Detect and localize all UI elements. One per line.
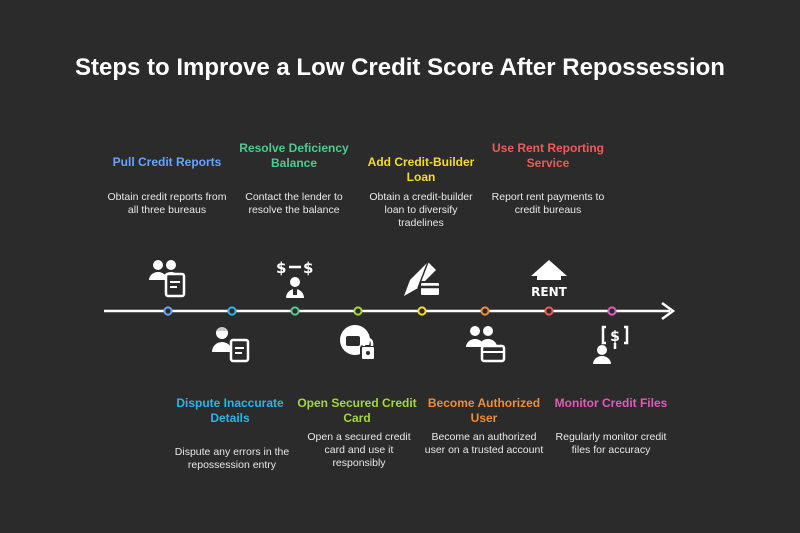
- person-document-icon: [210, 322, 254, 366]
- step-title-monitor-credit-files: Monitor Credit Files: [554, 396, 668, 410]
- timeline-dot-4: [353, 306, 363, 316]
- rent-house-icon: RENT: [527, 256, 571, 300]
- step-desc-use-rent-reporting-service: Report rent payments to credit bureaus: [491, 191, 605, 216]
- step-title-dispute-inaccurate-details: Dispute Inaccurate Details: [176, 396, 284, 425]
- users-document-icon: [146, 256, 190, 300]
- page-title: Steps to Improve a Low Credit Score Afte…: [75, 54, 725, 81]
- timeline-dot-6: [480, 306, 490, 316]
- rent-icon-label: RENT: [531, 285, 567, 299]
- step-desc-open-secured-credit-card: Open a secured credit card and use it re…: [307, 431, 411, 469]
- step-title-resolve-deficiency-balance: Resolve Deficiency Balance: [239, 141, 349, 170]
- timeline-dot-3: [290, 306, 300, 316]
- svg-text:$: $: [276, 259, 286, 277]
- step-title-pull-credit-reports: Pull Credit Reports: [112, 155, 222, 169]
- timeline-arrowhead: [661, 301, 676, 321]
- step-title-use-rent-reporting-service: Use Rent Reporting Service: [491, 141, 604, 170]
- step-desc-monitor-credit-files: Regularly monitor credit files for accur…: [555, 431, 667, 456]
- timeline-dot-8: [607, 306, 617, 316]
- monitor-dollar-icon: $: [591, 322, 635, 366]
- step-title-add-credit-builder-loan: Add Credit-Builder Loan: [367, 155, 475, 184]
- timeline-dot-1: [163, 306, 173, 316]
- svg-text:$: $: [610, 329, 620, 345]
- step-desc-pull-credit-reports: Obtain credit reports from all three bur…: [107, 191, 227, 216]
- step-title-open-secured-credit-card: Open Secured Credit Card: [297, 396, 417, 425]
- timeline-dot-7: [544, 306, 554, 316]
- users-card-icon: [464, 322, 508, 366]
- step-desc-become-authorized-user: Become an authorized user on a trusted a…: [424, 431, 544, 456]
- timeline-dot-5: [417, 306, 427, 316]
- step-desc-resolve-deficiency-balance: Contact the lender to resolve the balanc…: [245, 191, 343, 216]
- secured-card-icon: [337, 322, 381, 366]
- money-exchange-icon: $ $: [273, 256, 317, 300]
- step-desc-dispute-inaccurate-details: Dispute any errors in the repossession e…: [174, 446, 290, 471]
- loan-card-icon: [400, 256, 444, 300]
- step-desc-add-credit-builder-loan: Obtain a credit-builder loan to diversif…: [369, 191, 473, 229]
- svg-text:$: $: [303, 259, 313, 277]
- timeline-dot-2: [227, 306, 237, 316]
- step-title-become-authorized-user: Become Authorized User: [427, 396, 541, 425]
